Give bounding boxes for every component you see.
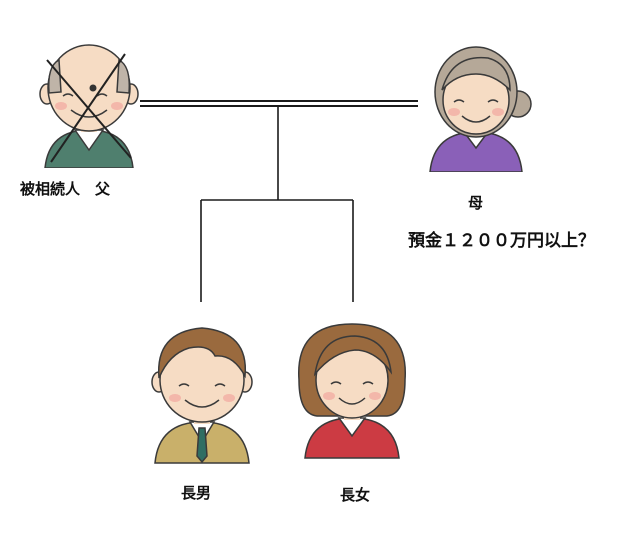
father-illustration (39, 44, 139, 168)
son-illustration (151, 327, 253, 464)
deceased-cross-mark (46, 53, 132, 163)
daughter-label: 長女 (340, 486, 371, 504)
daughter-illustration (298, 323, 406, 459)
father-label: 被相続人 父 (20, 180, 111, 198)
son-label: 長男 (181, 484, 212, 502)
mother-deposit-note: 預金１２００万円以上？ (408, 231, 595, 251)
mother-label: 母 (468, 194, 484, 212)
mother-illustration (429, 46, 532, 172)
